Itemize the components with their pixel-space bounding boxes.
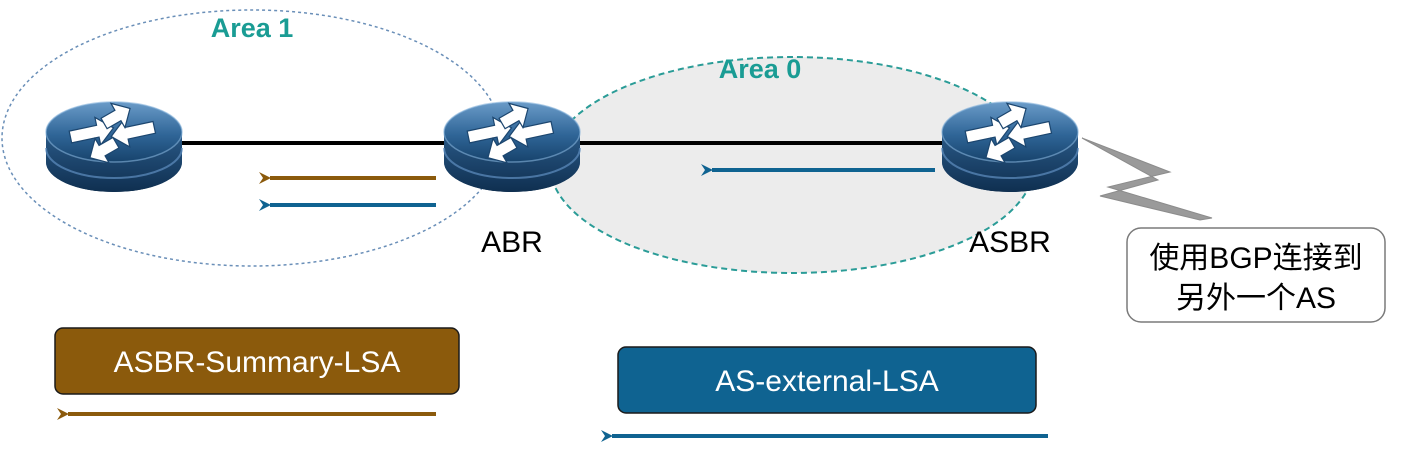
callout-line-1: 使用BGP连接到	[1149, 242, 1362, 275]
legend-asbr-summary-lsa: ASBR-Summary-LSA	[54, 327, 460, 420]
area-0-label: Area 0	[719, 54, 802, 84]
bgp-callout: 使用BGP连接到 另外一个AS	[1126, 227, 1386, 323]
area-1-label: Area 1	[211, 13, 294, 43]
legend-as-external-lsa: AS-external-LSA	[601, 346, 1048, 442]
router-asbr-label: ASBR	[969, 226, 1051, 259]
router-asbr-icon	[941, 95, 1079, 193]
callout-line-2: 另外一个AS	[1176, 282, 1336, 315]
lightning-bolt-icon	[1081, 137, 1213, 221]
router-abr-label: ABR	[481, 226, 543, 259]
router-abr-icon	[443, 95, 581, 193]
router-left-icon	[45, 95, 183, 193]
legend-asbr-summary-lsa-label: ASBR-Summary-LSA	[114, 346, 401, 379]
legend-as-external-lsa-label: AS-external-LSA	[715, 365, 938, 398]
